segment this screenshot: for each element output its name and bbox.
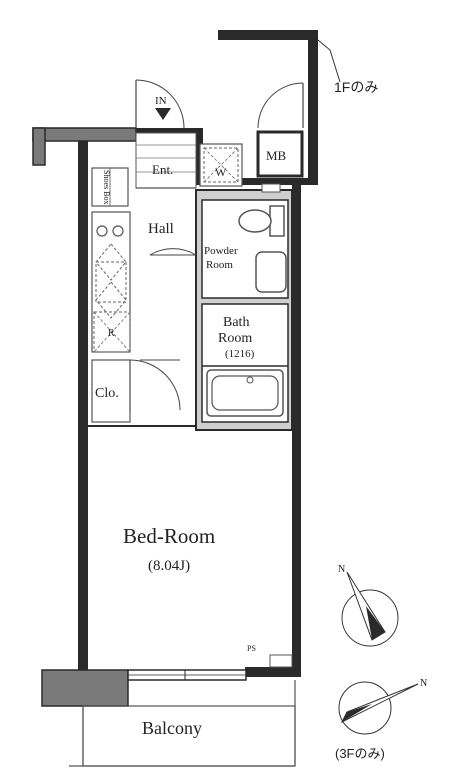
upper-right-wall-v (308, 30, 318, 185)
entrance-floor (135, 132, 197, 189)
left-wall (78, 140, 88, 680)
bottom-left-column (41, 669, 129, 707)
closet-label: Clo. (95, 386, 119, 401)
partitions (69, 79, 304, 767)
balcony-label: Balcony (142, 718, 202, 738)
refrigerator-label: R (108, 328, 115, 339)
entrance-label: Ent. (152, 162, 173, 177)
mb-label: MB (266, 148, 287, 163)
bedroom-size-label: (8.04J) (148, 558, 190, 574)
only-3f-label: (3Fのみ) (335, 746, 385, 761)
bottom-right-wall (245, 667, 301, 677)
sink (255, 251, 287, 293)
bedroom-name-label: Bed-Room (123, 524, 215, 548)
refrigerator-space (93, 311, 131, 353)
washer-box (199, 143, 243, 187)
bath-room-label-2: Room (218, 331, 252, 346)
bath-size-label: (1216) (225, 348, 255, 360)
compass-north-arrow-3f-icon (338, 681, 419, 735)
mb-bottom-wall (196, 178, 318, 185)
top-left-column-drop (32, 127, 46, 166)
bath-room-label-1: Bath (223, 315, 249, 330)
ps-label: PS (247, 644, 256, 653)
powder-room-label-2: Room (206, 259, 233, 271)
toilet-bowl (238, 209, 272, 233)
north-label-2: N (420, 678, 427, 689)
only-1f-label: 1Fのみ (334, 79, 378, 95)
pipe-space (269, 654, 293, 668)
top-left-column (32, 127, 137, 142)
entrance-arrow-icon (155, 108, 171, 120)
right-wall (292, 180, 301, 675)
entrance-top-wall (136, 128, 196, 133)
powder-room-label-1: Powder (204, 245, 238, 257)
compass-north-arrow-icon (341, 571, 399, 647)
toilet-tank (269, 205, 285, 237)
only-1f-leader (317, 39, 341, 83)
hall-label: Hall (148, 221, 174, 237)
mb-box (256, 130, 304, 178)
washer-label: W (215, 165, 227, 179)
shoes-box-label: Shoes Box (102, 170, 111, 204)
entrance-in-label: IN (155, 95, 167, 107)
walls (32, 30, 318, 707)
north-label-1: N (338, 564, 345, 575)
upper-right-wall-h (218, 30, 318, 40)
wet-area (149, 189, 293, 431)
